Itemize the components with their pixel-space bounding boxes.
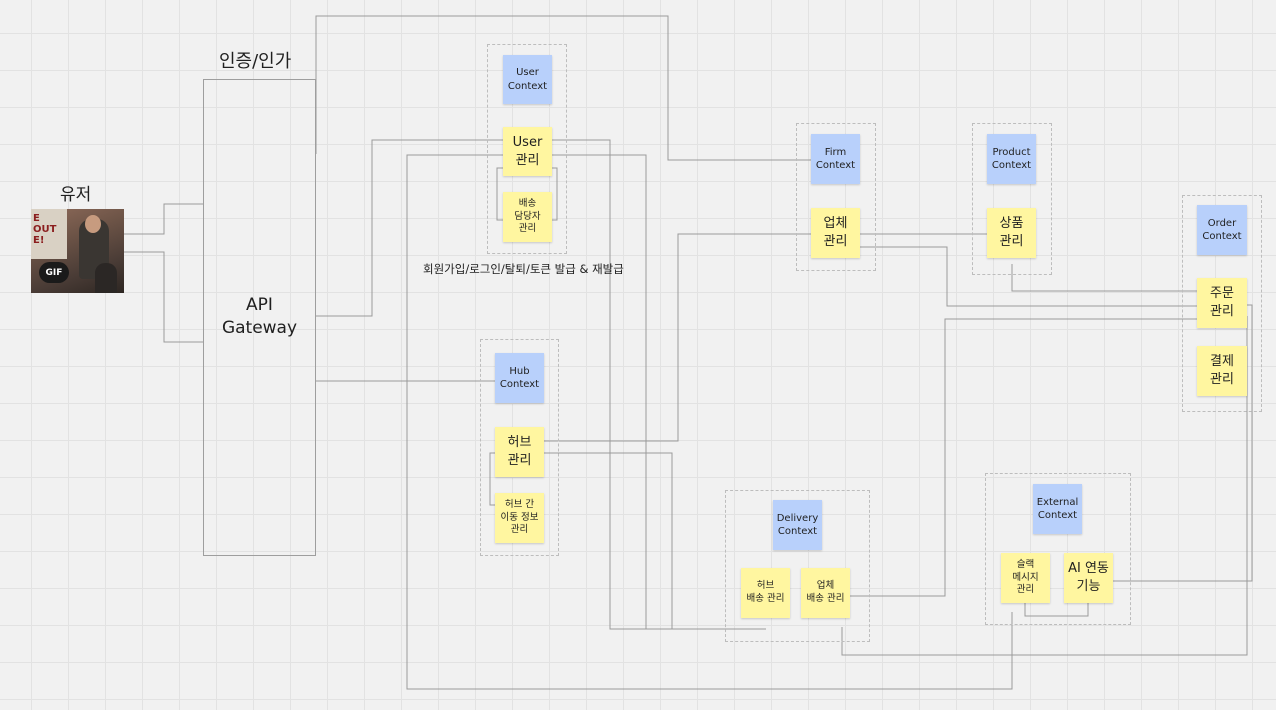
external-context-frame[interactable] [985, 473, 1131, 625]
product-context-frame[interactable] [972, 123, 1052, 275]
product-context-note[interactable]: Product Context [987, 134, 1036, 184]
delivery-manager-note[interactable]: 배송 담당자 관리 [503, 192, 552, 242]
firm-management-note[interactable]: 업체 관리 [811, 208, 860, 258]
ai-integration-note[interactable]: AI 연동 기능 [1064, 553, 1113, 603]
auth-label: 인증/인가 [219, 51, 292, 72]
user-context-frame[interactable] [487, 44, 567, 254]
order-context-frame[interactable] [1182, 195, 1262, 412]
order-management-note[interactable]: 주문 관리 [1197, 278, 1247, 328]
user-label: 유저 [60, 185, 92, 205]
gif-person-head [85, 215, 101, 233]
order-context-note[interactable]: Order Context [1197, 205, 1247, 255]
hub-context-frame[interactable] [480, 339, 559, 556]
connector-user-to-gateway-top [124, 203, 203, 235]
external-context-note[interactable]: External Context [1033, 484, 1082, 534]
user-context-caption: 회원가입/로그인/탈퇴/토큰 발급 & 재발급 [423, 262, 624, 276]
slack-message-note[interactable]: 슬랙 메시지 관리 [1001, 553, 1050, 603]
gif-person-secondary [95, 263, 117, 293]
user-gif-image: E OUT E! GIF [31, 209, 124, 293]
product-management-note[interactable]: 상품 관리 [987, 208, 1036, 258]
user-context-note[interactable]: User Context [503, 55, 552, 104]
hub-delivery-management-note[interactable]: 허브 배송 관리 [741, 568, 790, 618]
gif-wall [31, 209, 67, 259]
firm-delivery-management-note[interactable]: 업체 배송 관리 [801, 568, 850, 618]
delivery-context-note[interactable]: Delivery Context [773, 500, 822, 550]
gif-badge: GIF [39, 262, 69, 283]
hub-context-note[interactable]: Hub Context [495, 353, 544, 403]
firm-context-frame[interactable] [796, 123, 876, 271]
user-management-note[interactable]: User 관리 [503, 127, 552, 176]
connector-hub-to-delivery [544, 452, 673, 629]
gif-wall-text: E OUT E! [33, 213, 57, 246]
hub-management-note[interactable]: 허브 관리 [495, 427, 544, 477]
api-gateway-box[interactable] [203, 79, 316, 556]
delivery-context-frame[interactable] [725, 490, 870, 642]
connector-user-to-gateway-bottom [124, 251, 203, 343]
firm-context-note[interactable]: Firm Context [811, 134, 860, 184]
connector-gateway-to-user [316, 139, 503, 317]
api-gateway-label: API Gateway [221, 295, 298, 338]
hub-route-info-note[interactable]: 허브 간 이동 정보 관리 [495, 493, 544, 543]
payment-management-note[interactable]: 결제 관리 [1197, 346, 1247, 396]
